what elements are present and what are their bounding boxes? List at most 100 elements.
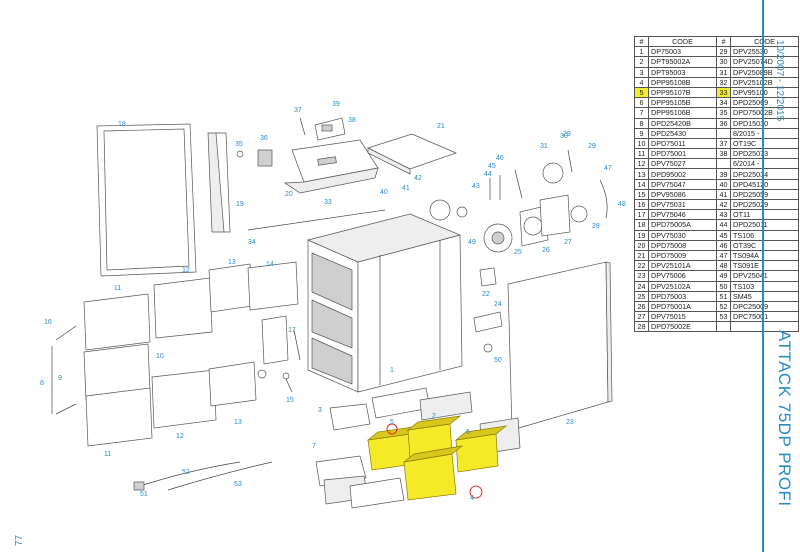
svg-text:33: 33	[324, 199, 332, 206]
cell-number: 36	[716, 117, 731, 129]
svg-text:23: 23	[566, 419, 574, 426]
cell-number: 41	[716, 188, 731, 201]
cell-number: 11	[634, 148, 649, 160]
svg-text:48: 48	[618, 201, 626, 208]
part-side-strip	[207, 132, 231, 233]
part-small-hardware	[257, 329, 301, 393]
cell-number: 7	[634, 107, 649, 119]
cell-number: 49	[716, 270, 731, 282]
svg-text:16: 16	[44, 319, 52, 326]
svg-text:1: 1	[390, 367, 394, 374]
cell-number: 24	[634, 280, 649, 292]
part-gasket	[473, 311, 503, 333]
cell-code: DPV25041	[730, 270, 799, 282]
part-screw	[483, 343, 493, 353]
cell-number: 18	[634, 219, 649, 231]
cell-number: 14	[634, 178, 649, 190]
svg-text:44: 44	[484, 171, 492, 178]
svg-text:41: 41	[402, 185, 410, 192]
cell-code: DPV75046	[648, 209, 717, 221]
cell-number: 2	[634, 56, 649, 68]
cell-code: DPC75001	[730, 311, 799, 323]
cell-code: DPD75001A	[648, 300, 717, 313]
svg-text:36: 36	[260, 135, 268, 142]
svg-text:31: 31	[540, 143, 548, 150]
svg-text:18: 18	[118, 121, 126, 128]
part-door-insulation	[151, 261, 299, 429]
header-code: CODE	[730, 35, 799, 48]
cell-number: 37	[716, 137, 731, 150]
cell-code: 6/2014 -	[730, 158, 799, 170]
cell-number: 34	[716, 97, 731, 109]
svg-text:24: 24	[494, 301, 502, 308]
cell-number: 25	[634, 290, 649, 302]
cell-number: 39	[716, 168, 731, 180]
cell-code: DPD25420B	[648, 117, 717, 129]
model-title-text: ATTACK 75DP PROFI	[775, 330, 794, 507]
cell-code: DPD15030	[730, 117, 799, 129]
cell-number: 6	[634, 97, 649, 109]
cell-code: DPC25009	[730, 300, 799, 313]
cell-code: DPD45120	[730, 178, 799, 190]
cell-number: 52	[716, 300, 731, 313]
cell-number: 45	[716, 229, 731, 241]
part-flange	[479, 267, 497, 287]
cell-number: 46	[716, 239, 731, 251]
svg-text:47: 47	[604, 165, 612, 172]
cell-number	[716, 321, 731, 333]
svg-text:21: 21	[437, 123, 445, 130]
cell-code: TS091E	[730, 260, 799, 272]
callout-circle-2	[469, 485, 483, 499]
cell-code: DPD25029	[730, 198, 799, 211]
svg-text:25: 25	[514, 249, 522, 256]
cell-number: 30	[716, 56, 731, 68]
cell-code: TS106	[730, 229, 799, 241]
part-vent	[257, 149, 273, 167]
cell-code: TS094A	[730, 249, 799, 262]
cell-number: 1	[634, 46, 649, 58]
svg-text:35: 35	[235, 141, 243, 148]
cell-number: 26	[634, 300, 649, 313]
svg-text:4: 4	[470, 495, 474, 502]
svg-text:38: 38	[348, 117, 356, 124]
cell-code: DPV75047	[648, 178, 717, 190]
model-title: ATTACK 75DP PROFI	[772, 330, 796, 540]
cell-number: 47	[716, 249, 731, 262]
cell-number: 22	[634, 260, 649, 272]
callout-circle-5	[386, 423, 398, 435]
svg-text:13: 13	[228, 259, 236, 266]
cell-number: 35	[716, 107, 731, 119]
cell-code: DPD95002	[648, 168, 717, 180]
cell-code: DPP95106B	[648, 107, 717, 119]
date-range-text: 10/2007 - 12/2015	[774, 40, 785, 122]
svg-text:51: 51	[140, 491, 148, 498]
header-code: CODE	[648, 35, 717, 48]
cell-code: DP75003	[648, 46, 717, 58]
cell-code: DPD75002E	[648, 321, 717, 333]
svg-text:3: 3	[318, 407, 322, 414]
header-number: #	[716, 35, 731, 48]
svg-text:29: 29	[588, 143, 596, 150]
cell-code: DPD75011	[648, 137, 717, 150]
svg-text:20: 20	[285, 191, 293, 198]
svg-text:15: 15	[286, 397, 294, 404]
header-number: #	[634, 35, 649, 48]
svg-text:46: 46	[496, 155, 504, 162]
cell-code: DPV25101A	[648, 260, 717, 272]
cell-code: DPD25034	[730, 168, 799, 180]
cell-number: 20	[634, 239, 649, 251]
cell-number: 42	[716, 198, 731, 211]
cell-number	[716, 127, 731, 139]
part-sensors	[489, 149, 608, 219]
